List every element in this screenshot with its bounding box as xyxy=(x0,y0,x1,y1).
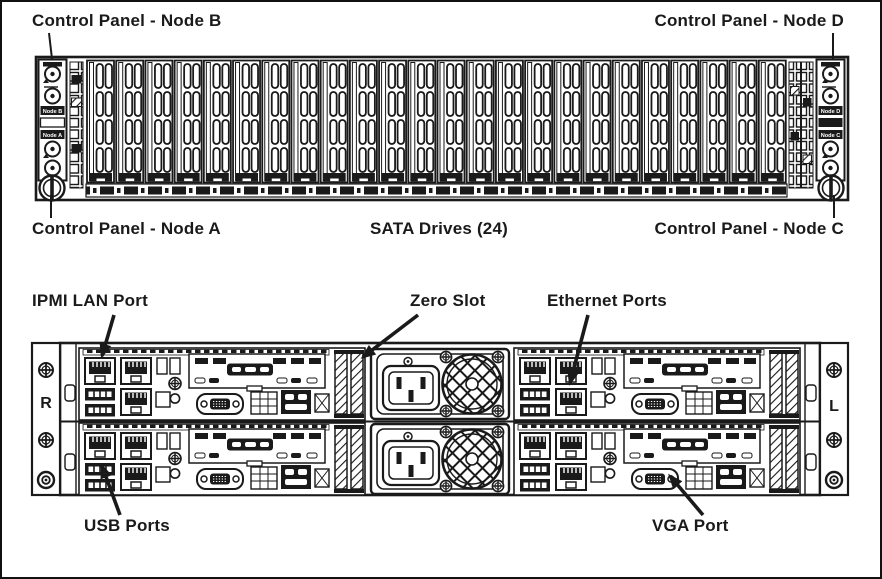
node-tag-label: Node C xyxy=(821,133,841,139)
arrow-zero-slot xyxy=(360,313,420,359)
ear-label-left-side: L xyxy=(829,398,839,415)
label-zero-slot: Zero Slot xyxy=(410,291,486,310)
screw-icon xyxy=(826,362,842,378)
ear-label-right-side: R xyxy=(40,395,52,412)
arrow-vga-port xyxy=(668,473,705,517)
node-module-bottom-left xyxy=(79,423,365,495)
drive-tray xyxy=(173,59,203,184)
node-tag-label: Node D xyxy=(821,109,841,115)
drive-tray xyxy=(86,59,115,184)
label-ethernet-ports: Ethernet Ports xyxy=(547,291,667,310)
drive-tray xyxy=(232,59,261,184)
drive-tray xyxy=(290,59,320,184)
drive-tray xyxy=(582,59,612,184)
label-control-panel-node-c: Control Panel - Node C xyxy=(654,219,844,238)
drive-tray xyxy=(495,59,524,184)
drive-tray xyxy=(319,59,349,184)
power-supply-top xyxy=(371,349,509,419)
thumbscrew xyxy=(817,174,845,202)
screw-icon xyxy=(38,362,54,378)
node-tag xyxy=(818,130,843,139)
drive-tray xyxy=(465,59,495,184)
label-control-panel-node-b: Control Panel - Node B xyxy=(32,11,222,30)
node-tag xyxy=(818,118,843,127)
drive-tray xyxy=(407,59,437,184)
label-sata-drives: SATA Drives (24) xyxy=(370,219,508,238)
arrow-usb-ports xyxy=(100,463,122,516)
screw-icon xyxy=(826,432,842,448)
control-panel-node-cd: Node D Node C xyxy=(815,58,846,202)
arrow-ipmi-lan-port xyxy=(99,314,116,359)
led-strip-right xyxy=(788,61,814,189)
drive-tray xyxy=(553,59,583,184)
drive-tray xyxy=(348,59,378,184)
node-tag-label: Node B xyxy=(43,109,63,115)
control-panel-node-ab: Node B Node A xyxy=(37,58,68,202)
drive-tray xyxy=(202,59,232,184)
screw-icon xyxy=(38,432,54,448)
leader-node-b xyxy=(48,32,53,60)
node-tag-label: Node A xyxy=(43,133,62,139)
rear-ear-left: R xyxy=(30,341,62,497)
label-vga-port: VGA Port xyxy=(652,516,729,535)
drive-tray xyxy=(757,59,787,184)
drive-tray xyxy=(641,59,670,184)
led-strip-left xyxy=(69,61,84,189)
node-tag xyxy=(40,106,65,115)
node-module-bottom-right xyxy=(514,423,800,495)
screw-icon xyxy=(824,470,844,490)
drive-tray xyxy=(728,59,758,184)
drive-tray xyxy=(670,59,700,184)
node-module-top-left xyxy=(79,348,365,420)
drive-bay-rail xyxy=(85,183,788,198)
drive-tray xyxy=(436,59,466,184)
drive-tray xyxy=(524,59,554,184)
drive-tray xyxy=(261,59,291,184)
label-control-panel-node-d: Control Panel - Node D xyxy=(654,11,844,30)
label-ipmi-lan-port: IPMI LAN Port xyxy=(32,291,148,310)
screw-icon xyxy=(36,470,56,490)
node-tag xyxy=(40,130,65,139)
drive-tray xyxy=(378,59,407,184)
label-control-panel-node-a: Control Panel - Node A xyxy=(32,219,221,238)
drive-tray xyxy=(611,59,641,184)
arrow-ethernet-ports xyxy=(567,314,590,386)
node-module-top-right xyxy=(514,348,800,420)
node-tag xyxy=(818,106,843,115)
drive-tray xyxy=(699,59,729,184)
label-usb-ports: USB Ports xyxy=(84,516,170,535)
drive-tray xyxy=(115,59,145,184)
front-view: Node B Node A xyxy=(34,32,850,218)
rear-ear-right: L xyxy=(818,341,850,497)
drive-tray xyxy=(144,59,174,184)
rear-view: R L xyxy=(30,313,850,517)
power-supply-bottom xyxy=(371,424,509,494)
